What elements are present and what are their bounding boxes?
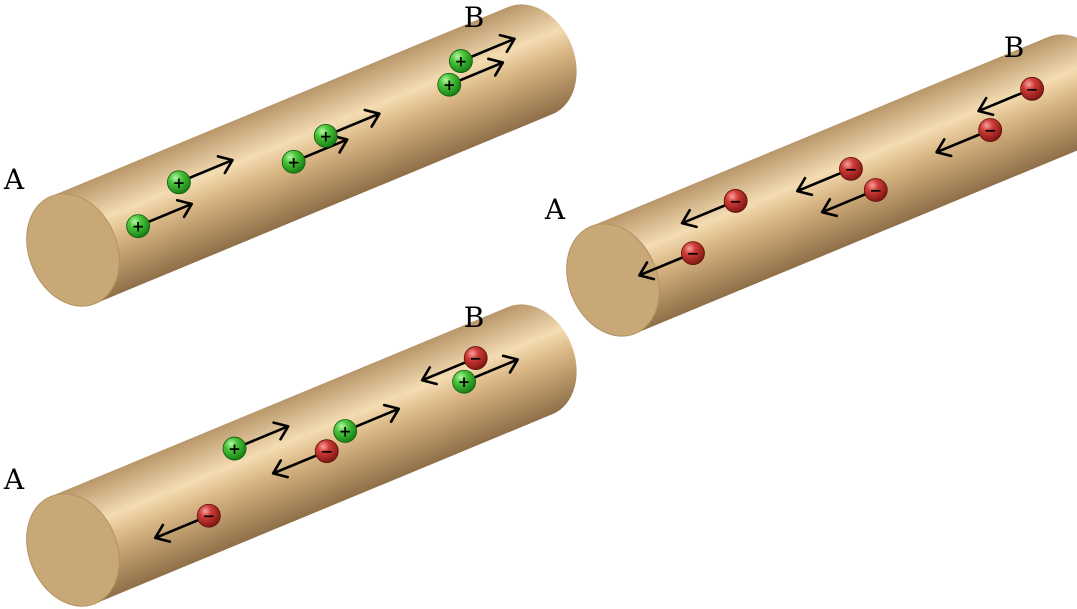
positive-charge-ball [281, 149, 306, 174]
end-label-b: B [1004, 31, 1025, 64]
positive-charge: + [222, 421, 290, 461]
positive-charge-ball [126, 214, 151, 239]
arrow-left-icon [935, 133, 981, 158]
charge-sign: − [320, 443, 333, 461]
charge-sign: − [469, 350, 482, 368]
charge-sign: + [132, 218, 145, 236]
charge-sign: − [845, 160, 858, 178]
charge-sign: + [339, 422, 352, 440]
charge-sign: − [1026, 80, 1039, 98]
charge-sign: + [443, 76, 456, 94]
arrow-right-icon [147, 198, 194, 223]
rod-end-face [26, 493, 120, 607]
charge-sign: − [984, 122, 997, 140]
arrow-left-icon [977, 92, 1023, 117]
rod-body [50, 304, 577, 604]
positive-charge: + [448, 33, 516, 73]
negative-charge: − [935, 118, 1003, 158]
negative-charge-ball [681, 241, 705, 266]
arrow-right-icon [459, 57, 505, 82]
arrow-left-icon [680, 204, 726, 229]
positive-charge-ball [452, 369, 476, 394]
arrow-left-icon [638, 256, 684, 281]
negative-charge: − [796, 156, 863, 197]
end-label-b: B [464, 1, 485, 34]
arrow-left-icon [271, 454, 317, 479]
arrow-right-icon [188, 155, 234, 179]
charge-sign: + [287, 153, 300, 171]
diagram-3-mixed-charges: −+−++− A B [3, 301, 577, 607]
arrow-left-icon [420, 361, 466, 386]
arrow-left-icon [820, 193, 866, 218]
negative-charge: − [153, 503, 221, 543]
positive-charge: + [313, 108, 381, 148]
negative-charge: − [420, 346, 488, 386]
negative-charge: − [271, 439, 339, 479]
charges: −−−−−− [638, 76, 1044, 281]
end-label-b: B [464, 301, 485, 334]
charge-sign: − [869, 181, 882, 199]
positive-charge: + [452, 354, 519, 394]
charge-sign: − [729, 192, 742, 210]
negative-charge-ball [723, 189, 748, 213]
negative-charge-ball [463, 346, 488, 370]
negative-charge-ball [196, 503, 221, 528]
negative-charge: − [638, 241, 705, 281]
charge-sign: − [203, 507, 216, 525]
positive-charge: + [437, 57, 505, 97]
arrow-right-icon [354, 403, 401, 428]
positive-charge-ball [313, 123, 338, 148]
charge-sign: + [173, 174, 186, 192]
charge-sign: + [319, 127, 332, 145]
diagram-2-negative-charges: −−−−−− A B [544, 31, 1077, 337]
charge-sign: − [687, 245, 700, 263]
negative-charge: − [680, 189, 748, 229]
charge-sign: + [455, 53, 468, 71]
negative-charge-ball [314, 439, 339, 464]
negative-charge-ball [863, 178, 888, 202]
positive-charge: + [166, 155, 234, 195]
arrow-left-icon [153, 519, 200, 543]
arrow-right-icon [335, 108, 381, 133]
positive-charge-ball [166, 170, 191, 195]
positive-charge-ball [333, 419, 358, 443]
diagram-1-positive-charges: + + + + + + A B [3, 1, 577, 307]
negative-charge: − [977, 76, 1044, 117]
negative-charge-ball [839, 156, 863, 181]
end-label-a: A [3, 163, 25, 196]
arrow-right-icon [470, 33, 516, 58]
negative-charge-ball [978, 118, 1003, 142]
positive-charge-ball [437, 72, 462, 97]
rod-end-face [26, 193, 120, 307]
charge-sign: + [458, 373, 471, 391]
positive-charge: + [333, 403, 401, 443]
end-label-a: A [544, 193, 566, 226]
rod-body [590, 34, 1077, 334]
positive-charge-ball [448, 49, 473, 73]
arrow-right-icon [244, 421, 290, 446]
positive-charge-ball [222, 436, 247, 461]
charge-sign: + [228, 440, 241, 458]
arrow-left-icon [796, 172, 842, 197]
positive-charge: + [126, 198, 194, 239]
end-label-a: A [3, 463, 25, 496]
negative-charge: − [820, 178, 888, 218]
positive-charge: + [281, 134, 349, 174]
rod-end-face [566, 223, 660, 337]
negative-charge-ball [1020, 76, 1044, 101]
arrow-right-icon [473, 354, 519, 379]
charges: −+−++− [153, 346, 519, 543]
charges: + + + + + + [126, 33, 516, 239]
